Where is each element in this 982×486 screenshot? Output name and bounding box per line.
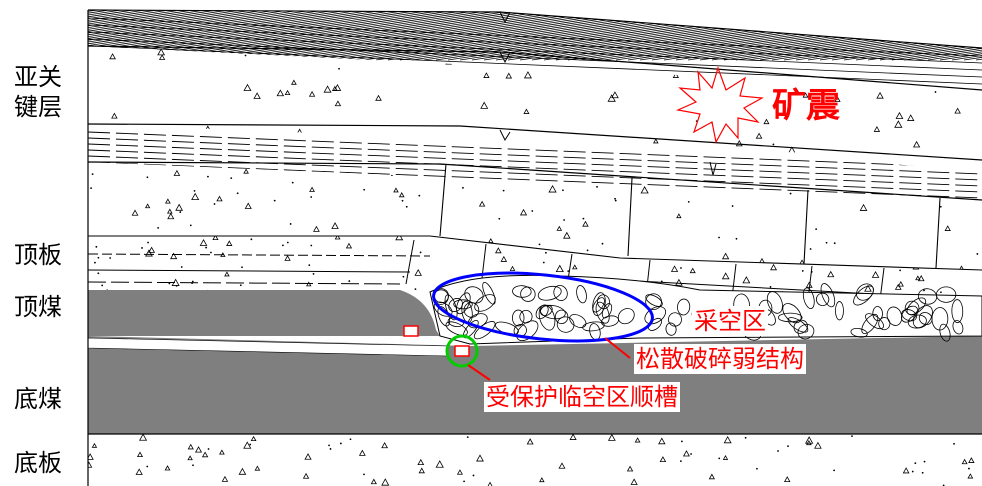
roadway-marker-left — [403, 325, 419, 337]
label-protected-roadway: 受保护临空区顺槽 — [484, 382, 680, 412]
label-top-coal: 顶煤 — [14, 293, 62, 321]
floor-stratum — [88, 434, 975, 486]
dashed-stratum — [88, 131, 982, 199]
roadway-marker-protected — [454, 345, 470, 357]
label-sub-key-line2: 键层 — [14, 93, 62, 121]
loose-structure-ellipse — [432, 271, 654, 343]
label-goaf: 采空区 — [692, 306, 768, 336]
protected-roadway-circle — [445, 334, 479, 368]
label-sub-key-layer: 亚关 键层 — [14, 62, 62, 122]
label-mine-tremor: 矿震 — [772, 86, 840, 126]
label-loose-broken-structure: 松散破碎弱结构 — [634, 344, 806, 374]
label-floor: 底板 — [14, 449, 62, 477]
label-sub-key-line1: 亚关 — [14, 63, 62, 91]
label-bottom-coal: 底煤 — [14, 385, 62, 413]
label-roof: 顶板 — [14, 241, 62, 269]
mine-tremor-burst-icon — [675, 66, 764, 144]
hatched-stratum — [88, 10, 982, 85]
coal-seam — [88, 290, 440, 336]
